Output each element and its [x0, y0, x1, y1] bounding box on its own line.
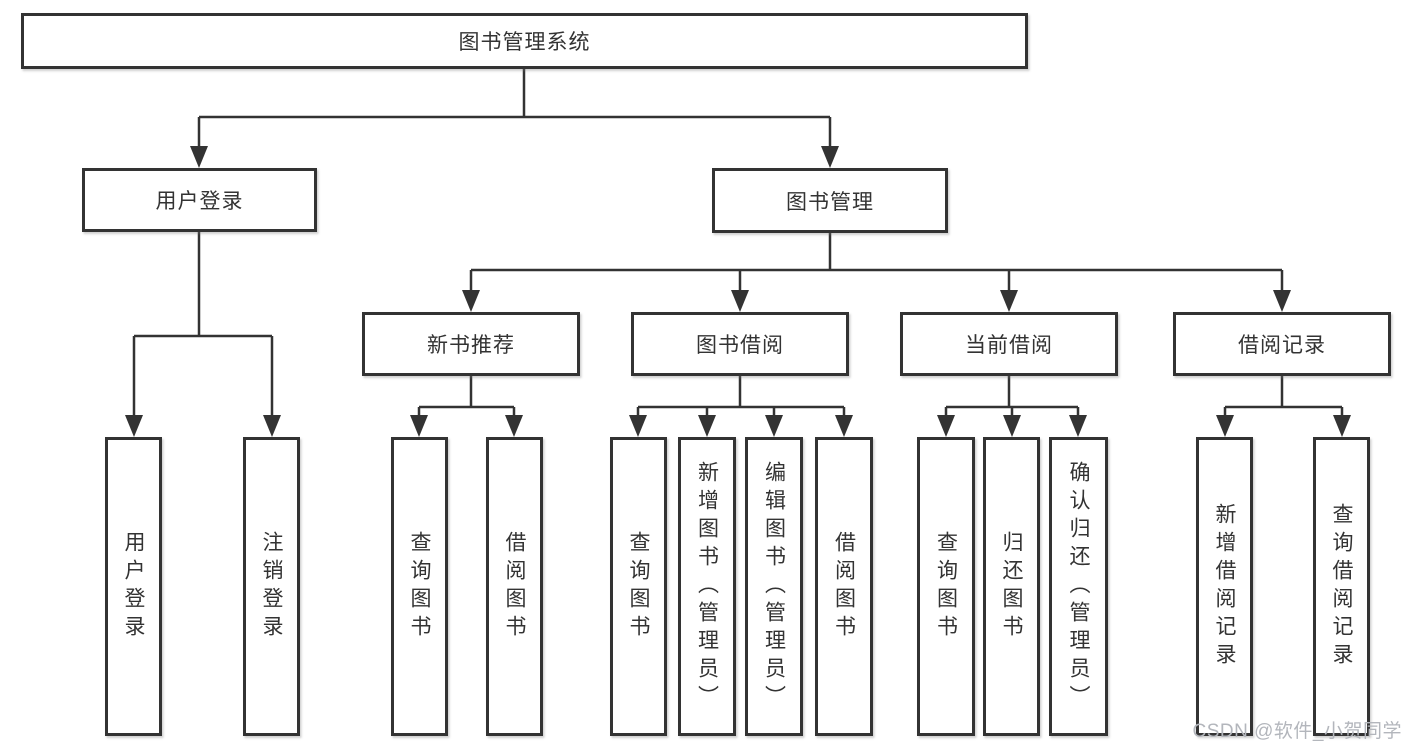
- leaf-borrow-books: 借阅图书: [815, 437, 873, 736]
- leaf-label: 归还图书: [1000, 530, 1023, 643]
- leaf-query-borrow-record: 查询借阅记录: [1313, 437, 1370, 736]
- leaf-label: 确认归还（管理员）: [1067, 460, 1090, 713]
- node-new-book-recommend: 新书推荐: [362, 312, 580, 376]
- node-book-management-module: 图书管理: [712, 168, 948, 233]
- leaf-label: 借阅图书: [832, 530, 856, 643]
- leaf-label: 借阅图书: [503, 530, 526, 643]
- leaf-confirm-return-admin: 确认归还（管理员）: [1049, 437, 1108, 736]
- leaf-return-books: 归还图书: [983, 437, 1040, 736]
- leaf-borrow-books-recommend: 借阅图书: [486, 437, 543, 736]
- leaf-label: 查询借阅记录: [1330, 502, 1353, 671]
- leaf-add-borrow-record: 新增借阅记录: [1196, 437, 1253, 736]
- leaf-label: 新增借阅记录: [1213, 502, 1236, 671]
- node-user-login-module: 用户登录: [82, 168, 317, 232]
- leaf-label: 用户登录: [122, 530, 145, 643]
- leaf-query-books-recommend: 查询图书: [391, 437, 448, 736]
- node-label: 图书借阅: [696, 334, 784, 357]
- leaf-label: 查询图书: [408, 530, 431, 643]
- leaf-label: 注销登录: [260, 530, 283, 643]
- leaf-query-books-current: 查询图书: [917, 437, 975, 736]
- node-root-system: 图书管理系统: [21, 13, 1028, 69]
- node-current-borrow: 当前借阅: [900, 312, 1118, 376]
- leaf-edit-books-admin: 编辑图书（管理员）: [745, 437, 803, 736]
- node-label: 图书管理系统: [458, 31, 591, 54]
- leaf-user-login: 用户登录: [105, 437, 162, 736]
- leaf-label: 查询图书: [934, 530, 958, 643]
- leaf-add-books-admin: 新增图书（管理员）: [678, 437, 736, 736]
- leaf-logout: 注销登录: [243, 437, 300, 736]
- leaf-query-books-borrow: 查询图书: [610, 437, 667, 736]
- node-label: 借阅记录: [1238, 334, 1326, 357]
- node-book-borrow: 图书借阅: [631, 312, 849, 376]
- node-label: 当前借阅: [965, 334, 1053, 357]
- watermark: CSDN @软件_小贺同学: [1192, 721, 1402, 742]
- leaf-label: 查询图书: [627, 530, 650, 643]
- node-borrow-record: 借阅记录: [1173, 312, 1391, 376]
- node-label: 新书推荐: [427, 334, 515, 357]
- leaf-label: 新增图书（管理员）: [695, 460, 719, 713]
- node-label: 图书管理: [786, 190, 874, 214]
- leaf-label: 编辑图书（管理员）: [762, 460, 786, 713]
- node-label: 用户登录: [155, 190, 244, 213]
